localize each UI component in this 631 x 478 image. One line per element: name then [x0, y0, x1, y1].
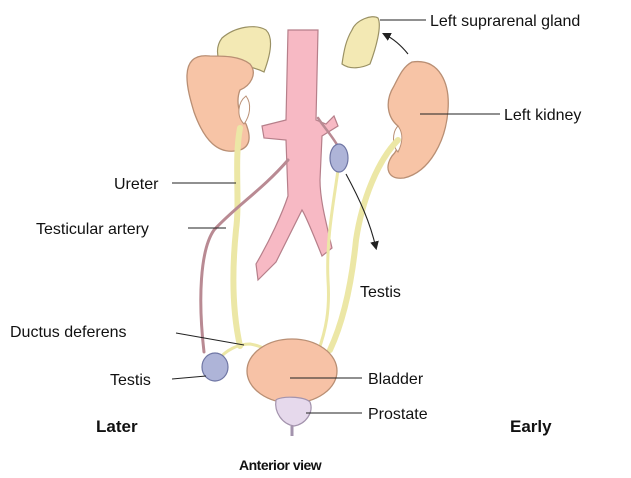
- right-ureter: [233, 128, 240, 346]
- right-kidney-hilum: [239, 96, 250, 124]
- label-ductus-deferens: Ductus deferens: [10, 324, 127, 341]
- label-testis-later: Testis: [110, 372, 151, 389]
- aorta: [256, 30, 338, 280]
- label-left-suprarenal-gland: Left suprarenal gland: [430, 13, 580, 30]
- suprarenal-ascent-arrow: [384, 34, 408, 54]
- bladder: [247, 339, 337, 403]
- label-testis-early: Testis: [360, 284, 401, 301]
- label-left-kidney: Left kidney: [504, 107, 581, 124]
- left-kidney: [388, 62, 448, 179]
- label-prostate: Prostate: [368, 406, 428, 423]
- prostate: [276, 397, 311, 426]
- testis-later: [202, 353, 228, 381]
- label-bladder: Bladder: [368, 371, 424, 388]
- leader-ductus-deferens: [176, 333, 244, 345]
- testis-early: [330, 144, 348, 172]
- label-ureter: Ureter: [114, 176, 159, 193]
- label-early: Early: [510, 417, 552, 436]
- label-testicular-artery: Testicular artery: [36, 221, 149, 238]
- left-suprarenal-gland: [342, 17, 379, 68]
- leader-testis-later: [172, 376, 206, 379]
- caption: Anterior view: [239, 457, 322, 473]
- label-later: Later: [96, 417, 138, 436]
